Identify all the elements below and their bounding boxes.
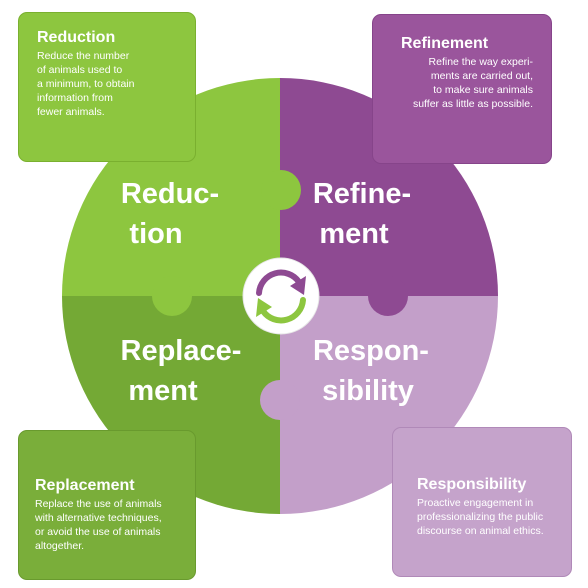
card-title-refinement: Refinement (401, 35, 489, 52)
card-text-reduction: Reduce the number of animals used to a m… (37, 50, 135, 118)
card-title-reduction: Reduction (37, 29, 116, 46)
puzzle-tab-right (368, 276, 408, 316)
wheel-label-replacement-line2: ment (128, 375, 198, 407)
card-title-responsibility: Responsibility (417, 476, 527, 493)
center-hub (242, 257, 320, 335)
info-card-reduction: Reduction Reduce the number of animals u… (18, 12, 196, 162)
info-card-replacement: Replacement Replace the use of animals w… (18, 430, 196, 580)
wheel-label-replacement-line1: Replace- (121, 335, 242, 367)
card-text-replacement: Replace the use of animals with alternat… (35, 498, 162, 552)
wheel-label-responsibility-line2: sibility (322, 375, 414, 407)
wheel-label-responsibility: Respon- sibility (313, 335, 437, 407)
wheel-label-responsibility-line1: Respon- (313, 335, 429, 367)
puzzle-tab-bottom (260, 380, 300, 420)
wheel-label-reduction: Reduc- tion (121, 178, 227, 250)
wheel-label-refinement-line2: ment (319, 218, 389, 250)
wheel-label-refinement-line1: Refine- (313, 178, 411, 210)
card-text-refinement: Refine the way experi- ments are carried… (412, 56, 533, 110)
wheel-label-reduction-line1: Reduc- (121, 178, 219, 210)
wheel-label-refinement: Refine- ment (313, 178, 419, 250)
card-text-responsibility: Proactive engagement in professionalizin… (417, 497, 544, 537)
info-card-refinement: Refinement Refine the way experi- ments … (372, 14, 552, 164)
card-title-replacement: Replacement (35, 477, 135, 494)
info-card-responsibility: Responsibility Proactive engagement in p… (392, 427, 572, 577)
wheel-label-reduction-line2: tion (129, 218, 182, 250)
puzzle-tab-top (261, 170, 301, 210)
puzzle-tab-left (152, 276, 192, 316)
wheel-label-replacement: Replace- ment (121, 335, 250, 407)
recycle-arrows-icon (256, 269, 306, 324)
